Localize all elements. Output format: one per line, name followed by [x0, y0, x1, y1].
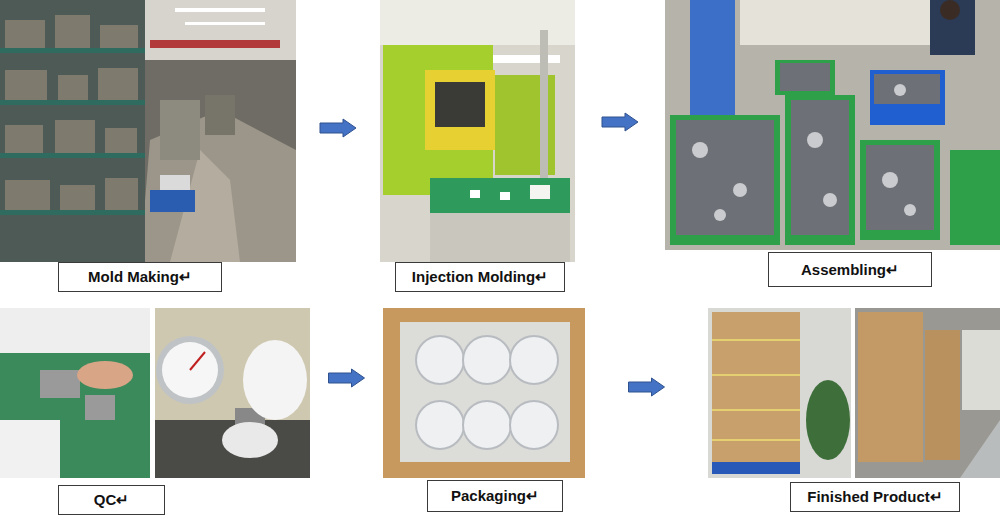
step-label: Assembling↵ [801, 261, 899, 279]
finished-product-photo [708, 308, 1000, 478]
step-label: Finished Product↵ [807, 488, 943, 506]
step-label: Injection Molding↵ [412, 268, 548, 286]
arrow-shape [329, 369, 365, 387]
process-step: Injection Molding↵ [380, 0, 575, 292]
injection-molding-photo [380, 0, 575, 262]
step-label: Packaging↵ [451, 487, 539, 505]
block-arrow [320, 119, 356, 137]
block-arrow [602, 113, 638, 131]
mold-making-photo [0, 0, 296, 262]
step-label: QC↵ [94, 491, 130, 509]
step-label-box: Finished Product↵ [790, 482, 960, 512]
process-step: QC↵ [0, 308, 310, 515]
step-label-box: QC↵ [58, 485, 165, 515]
step-label: Mold Making↵ [88, 268, 192, 286]
step-label-box: Injection Molding↵ [395, 262, 565, 292]
process-step: Assembling↵ [665, 0, 1000, 287]
arrow-shape [602, 113, 638, 131]
process-step: Finished Product↵ [708, 308, 1000, 512]
qc-photo [0, 308, 310, 478]
block-arrow [329, 369, 365, 387]
arrow-shape [320, 119, 356, 137]
block-arrow [629, 378, 665, 396]
step-label-box: Mold Making↵ [58, 262, 222, 292]
packaging-photo [383, 308, 585, 478]
step-label-box: Assembling↵ [768, 252, 932, 287]
arrow-shape [629, 378, 665, 396]
process-step: Mold Making↵ [0, 0, 296, 292]
step-label-box: Packaging↵ [427, 480, 563, 512]
assembling-photo [665, 0, 1000, 250]
process-step: Packaging↵ [383, 308, 585, 512]
